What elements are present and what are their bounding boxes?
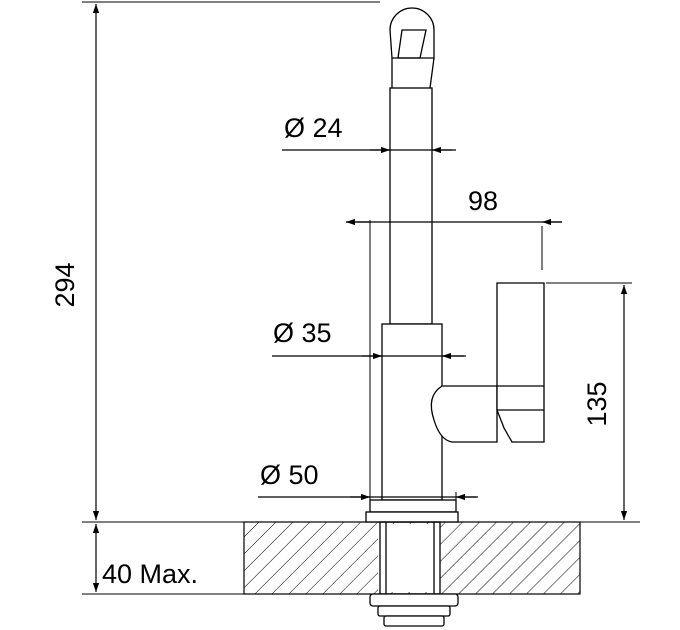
handle [496, 282, 545, 443]
lever-arm [430, 385, 498, 443]
spout-tube [389, 87, 433, 325]
faucet [365, 7, 545, 627]
faucet-head [389, 7, 435, 59]
label-body-diameter: Ø 35 [273, 318, 332, 348]
label-spout-reach: 98 [468, 186, 498, 216]
label-handle-height: 135 [582, 381, 612, 426]
base-flange [369, 499, 457, 513]
worktop [243, 521, 581, 595]
label-spout-diameter: Ø 24 [284, 113, 343, 143]
label-base-diameter: Ø 50 [260, 460, 319, 490]
mounting-nut [369, 593, 459, 607]
extension-lines [82, 1, 640, 595]
dimension-lines [92, 4, 628, 592]
label-total-height: 294 [50, 262, 80, 307]
label-worktop-thickness: 40 Max. [102, 559, 198, 589]
